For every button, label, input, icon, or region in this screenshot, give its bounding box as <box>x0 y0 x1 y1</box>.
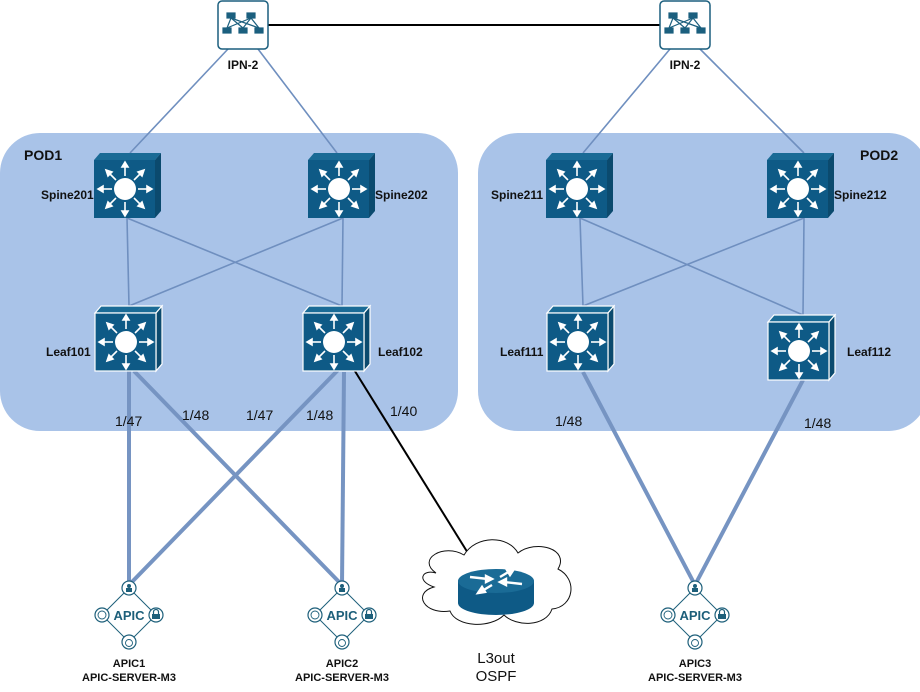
apic-controller[interactable]: APIC APIC3 APIC-SERVER-M3 <box>648 580 742 684</box>
router-label-line2: OSPF <box>476 668 517 685</box>
router-icon <box>458 567 534 615</box>
ipn-network-icon <box>664 12 706 34</box>
link-ipn-right-spine212 <box>699 48 805 154</box>
l3out-router[interactable]: L3out OSPF <box>422 539 572 685</box>
pod-pod1: POD1 <box>0 133 458 431</box>
ipn-label: IPN-2 <box>670 58 701 72</box>
link-spine211-leaf111 <box>579 217 584 307</box>
link-spine211-leaf112 <box>579 217 804 316</box>
link-leaf112-apic3 <box>693 379 805 586</box>
spine-switch-icon <box>767 153 834 218</box>
link-leaf102-l3out-router <box>352 367 477 567</box>
spine-label: Spine201 <box>41 188 94 202</box>
leaf-label: Leaf111 <box>500 345 544 359</box>
spine-label: Spine212 <box>834 188 887 202</box>
gauge-icon <box>307 607 323 623</box>
link-ipn-right-spine211 <box>582 48 671 154</box>
leaf-label: Leaf102 <box>378 345 423 359</box>
link-spine212-leaf112 <box>802 217 805 316</box>
pod-label: POD2 <box>860 147 898 163</box>
apic-name: APIC2 <box>326 658 358 670</box>
ipn-box <box>659 0 711 50</box>
leaf-arrows <box>550 314 606 370</box>
link-spine202-leaf101 <box>128 217 344 307</box>
ipn-label: IPN-2 <box>228 58 259 72</box>
spine-switch-icon <box>94 153 161 218</box>
timer-icon <box>334 634 350 650</box>
gauge-icon <box>94 607 110 623</box>
link-spine201-leaf101 <box>126 217 130 307</box>
apic-controller-icon: APIC <box>94 580 164 650</box>
spine-switch-icon <box>546 153 613 218</box>
leaf-arrows <box>771 323 827 379</box>
port-labels: 1/47 1/48 1/47 1/48 1/40 1/48 1/48 <box>115 403 831 431</box>
leaf-switch[interactable]: Leaf102 <box>301 304 423 373</box>
apic-badge: APIC <box>679 608 711 623</box>
link-leaf111-apic3 <box>581 371 697 586</box>
links-layer <box>126 24 805 587</box>
link-leaf101-apic2 <box>132 369 344 587</box>
apic-controller[interactable]: APIC APIC1 APIC-SERVER-M3 <box>82 580 176 684</box>
ipn-box <box>217 0 269 50</box>
router-label-line1: L3out <box>477 650 515 667</box>
link-leaf102-apic1 <box>127 367 341 587</box>
pod-pod2: POD2 <box>478 133 920 431</box>
leaf-arrows <box>306 314 362 370</box>
port-label: 1/47 <box>246 407 273 423</box>
port-label: 1/48 <box>182 407 209 423</box>
spine-switch-icon <box>308 153 375 218</box>
link-leaf102-apic2 <box>340 371 346 586</box>
timer-icon <box>121 634 137 650</box>
apic-model: APIC-SERVER-M3 <box>295 672 389 684</box>
leaf-label: Leaf112 <box>847 345 891 359</box>
apic-controller[interactable]: APIC APIC2 APIC-SERVER-M3 <box>295 580 389 684</box>
spine-label: Spine202 <box>375 188 428 202</box>
apic-name: APIC3 <box>679 658 711 670</box>
link-spine202-leaf102 <box>341 217 344 307</box>
leaf-switch[interactable]: Leaf112 <box>766 313 891 382</box>
link-ipn-left-spine201 <box>129 48 229 154</box>
link-spine212-leaf111 <box>582 217 805 307</box>
port-label: 1/40 <box>390 403 417 419</box>
ipn-node[interactable]: IPN-2 <box>659 0 711 72</box>
leaf-switch[interactable]: Leaf101 <box>46 304 164 373</box>
port-label: 1/48 <box>306 407 333 423</box>
apic-name: APIC1 <box>113 658 145 670</box>
gauge-icon <box>660 607 676 623</box>
port-label: 1/48 <box>555 413 582 429</box>
spine-switch[interactable]: Spine202 <box>308 153 428 218</box>
apic-controller-icon: APIC <box>307 580 377 650</box>
spine-switch[interactable]: Spine211 <box>491 153 613 218</box>
ipn-node[interactable]: IPN-2 <box>217 0 269 72</box>
port-label: 1/48 <box>804 415 831 431</box>
apic-badge: APIC <box>113 608 145 623</box>
port-label: 1/47 <box>115 413 142 429</box>
leaf-arrows <box>98 314 154 370</box>
timer-icon <box>687 634 703 650</box>
apic-model: APIC-SERVER-M3 <box>82 672 176 684</box>
apic-model: APIC-SERVER-M3 <box>648 672 742 684</box>
ipn-network-icon <box>222 12 264 34</box>
leaf-switch[interactable]: Leaf111 <box>500 304 616 373</box>
link-ipn-left-spine202 <box>257 48 338 154</box>
spine-label: Spine211 <box>491 188 543 202</box>
pod-label: POD1 <box>24 147 62 163</box>
leaf-label: Leaf101 <box>46 345 91 359</box>
spine-switch[interactable]: Spine212 <box>767 153 887 218</box>
spine-switch[interactable]: Spine201 <box>41 153 161 218</box>
apic-controller-icon: APIC <box>660 580 730 650</box>
apic-badge: APIC <box>326 608 358 623</box>
